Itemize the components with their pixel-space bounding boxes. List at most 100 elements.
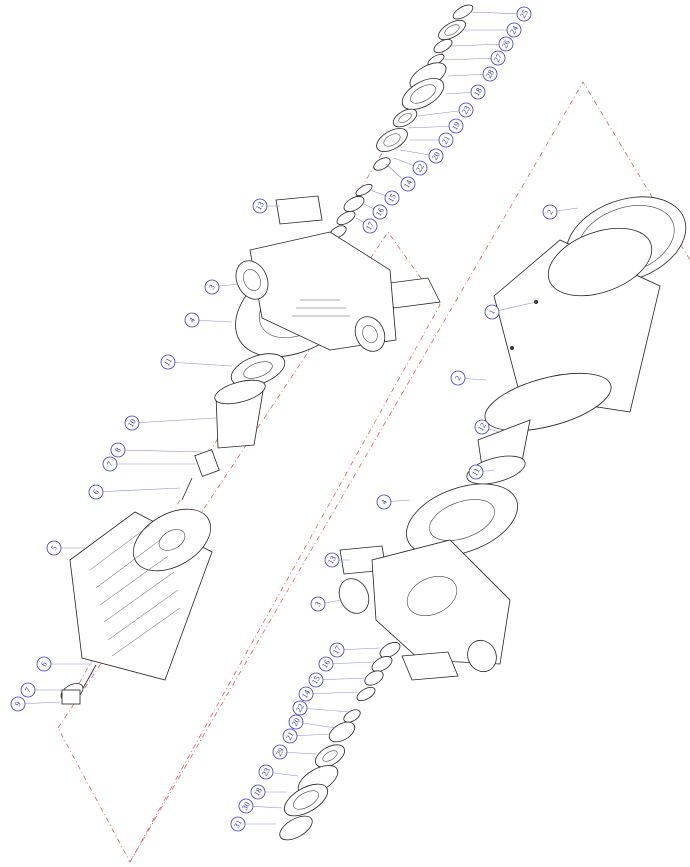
leader-line-r-12 xyxy=(299,707,351,713)
part-balloon-l-3: 27 xyxy=(490,50,506,66)
part-26-ring xyxy=(433,38,453,54)
leader-line-l-6 xyxy=(417,109,467,117)
part-number-label: 14 xyxy=(300,688,312,699)
part-number-label: 3 xyxy=(207,283,217,291)
part-number-label: 19 xyxy=(450,120,462,131)
leader-line-r-10 xyxy=(315,677,367,681)
part-number-label: 25 xyxy=(518,8,530,19)
part-number-label: 8 xyxy=(113,446,123,454)
part-balloon-r-16: 23 xyxy=(258,764,274,780)
part-number-label: 13 xyxy=(254,200,266,211)
right-bearing-housing xyxy=(338,419,531,681)
part-balloon-l-13: 16 xyxy=(372,204,388,220)
leader-line-l-7 xyxy=(407,125,457,129)
part-16-bearing-right xyxy=(371,656,393,672)
part-number-label: 20 xyxy=(430,150,442,161)
part-balloon-r-6: 13 xyxy=(324,552,340,568)
part-balloon-l-10: 22 xyxy=(412,160,428,176)
part-balloon-r-2: 2 xyxy=(450,370,466,386)
part-balloon-r-19: 31 xyxy=(230,816,246,832)
part-balloon-l-4: 28 xyxy=(482,66,498,82)
part-number-label: 22 xyxy=(414,162,426,173)
part-number-label: 18 xyxy=(472,86,484,97)
part-number-label: 13 xyxy=(326,554,338,565)
part-number-label: 4 xyxy=(379,498,389,506)
part-balloon-l-7: 19 xyxy=(448,118,464,134)
part-balloon-r-10: 15 xyxy=(308,672,324,688)
part-14-ring-right xyxy=(356,686,376,702)
part-31-seal-right xyxy=(279,815,313,841)
part-balloon-l-22: 6 xyxy=(88,484,104,500)
part-balloon-r-8: 17 xyxy=(329,642,345,658)
part-balloon-r-17: 18 xyxy=(250,784,266,800)
part-number-label: 17 xyxy=(331,644,343,655)
part-15-ring-right xyxy=(364,670,384,686)
part-balloon-l-5: 18 xyxy=(470,84,486,100)
axis-left-frame xyxy=(57,231,441,863)
part-6-key xyxy=(181,477,193,501)
part-number-label: 22 xyxy=(294,702,306,713)
part-number-label: 14 xyxy=(402,178,414,189)
part-balloon-r-12: 22 xyxy=(292,700,308,716)
part-balloon-r-18: 30 xyxy=(238,798,254,814)
part-number-label: 18 xyxy=(252,786,264,797)
part-number-label: 2 xyxy=(453,374,463,382)
part-number-label: 23 xyxy=(260,766,272,777)
part-balloon-l-20: 8 xyxy=(110,442,126,458)
part-balloon-r-7: 3 xyxy=(310,596,326,612)
part-balloon-r-15: 29 xyxy=(272,744,288,760)
part-balloon-l-24: 6 xyxy=(36,656,52,672)
part-15-ring xyxy=(355,183,373,197)
part-number-label: 2 xyxy=(545,208,555,216)
part-number-label: 9 xyxy=(13,700,23,708)
part-number-label: 10 xyxy=(126,417,138,428)
part-number-label: 17 xyxy=(364,220,376,231)
part-number-label: 21 xyxy=(440,134,452,145)
left-bearing-housing xyxy=(235,195,441,358)
part-8-sleeve xyxy=(194,449,220,477)
part-2-flange-bottom xyxy=(484,372,612,432)
balloons-left: 2524262728182319212022141516171334111087… xyxy=(10,6,532,712)
part-number-label: 12 xyxy=(476,421,488,432)
part-number-label: 31 xyxy=(232,818,244,829)
part-number-label: 4 xyxy=(187,316,197,324)
part-number-label: 11 xyxy=(162,356,174,367)
part-number-label: 23 xyxy=(460,104,472,115)
part-6-shaft-end xyxy=(81,664,97,691)
part-3-flange-right-b xyxy=(467,639,497,673)
part-balloon-l-8: 21 xyxy=(438,132,454,148)
leader-line-l-19 xyxy=(131,417,217,424)
part-13-cover-plate-right-b xyxy=(401,651,459,681)
part-balloon-r-13: 20 xyxy=(288,714,304,730)
part-number-label: 28 xyxy=(484,68,496,79)
part-number-label: 26 xyxy=(500,38,512,49)
part-number-label: 24 xyxy=(508,24,520,35)
part-balloon-l-15: 13 xyxy=(252,198,268,214)
leader-line-l-2 xyxy=(451,43,507,47)
part-balloon-l-18: 11 xyxy=(160,354,176,370)
part-balloon-r-11: 14 xyxy=(298,686,314,702)
leader-line-r-11 xyxy=(305,691,359,695)
part-number-label: 29 xyxy=(274,746,286,757)
part-balloon-l-17: 4 xyxy=(184,312,200,328)
part-3-flange-right-a xyxy=(338,578,370,614)
part-balloon-r-0: 2 xyxy=(542,204,558,220)
left-bearing-stack xyxy=(329,4,474,239)
part-balloon-l-0: 25 xyxy=(516,6,532,22)
part-balloon-l-11: 14 xyxy=(400,176,416,192)
part-number-label: 6 xyxy=(91,488,101,496)
part-number-label: 16 xyxy=(374,206,386,217)
assembly-axis-lines xyxy=(57,19,690,863)
rotor-assembly xyxy=(60,508,213,705)
part-number-label: 15 xyxy=(386,192,398,203)
leader-line-l-22 xyxy=(95,487,181,493)
leader-line-l-20 xyxy=(117,449,203,453)
part-balloon-l-14: 17 xyxy=(362,218,378,234)
leader-line-r-1 xyxy=(491,301,537,313)
part-balloon-r-14: 21 xyxy=(282,728,298,744)
part-balloon-l-6: 23 xyxy=(458,102,474,118)
part-number-label: 7 xyxy=(105,460,115,468)
